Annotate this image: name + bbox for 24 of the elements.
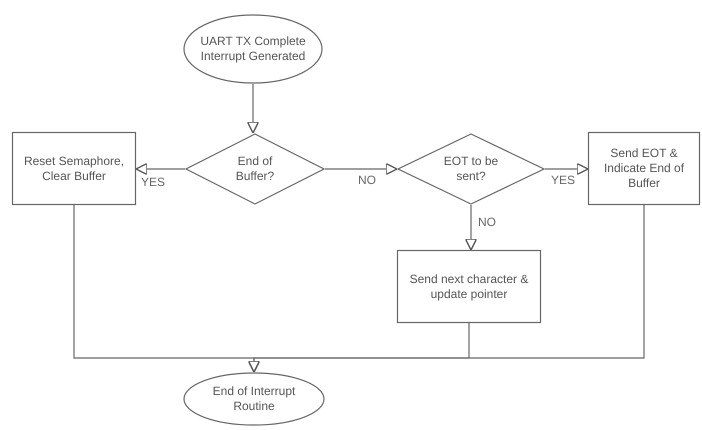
arrow xyxy=(545,162,589,176)
arrow xyxy=(135,162,185,176)
start-ellipse xyxy=(183,14,323,84)
arrow xyxy=(248,205,645,373)
end-ellipse xyxy=(183,372,325,426)
node-text: Reset Semaphore, Clear Buffer xyxy=(22,154,126,184)
edge-label: YES xyxy=(550,173,576,187)
arrow xyxy=(325,162,398,176)
edge-label: NO xyxy=(357,173,377,187)
process-box xyxy=(397,250,541,323)
node-text: EOT to be sent? xyxy=(442,154,500,184)
node-text: Send next character & update pointer xyxy=(408,272,530,302)
node-text: End of Interrupt Routine xyxy=(212,384,296,414)
process-box xyxy=(588,132,700,205)
decision-diamond xyxy=(397,133,545,205)
edge-label: YES xyxy=(140,175,166,189)
node-text: UART TX Complete Interrupt Generated xyxy=(199,34,307,64)
node-text: Send EOT & Indicate End of Buffer xyxy=(602,146,686,191)
arrow xyxy=(464,205,478,251)
decision-diamond xyxy=(185,133,325,205)
process-box xyxy=(12,132,136,205)
edge-label: NO xyxy=(477,215,497,229)
node-text: End of Buffer? xyxy=(234,154,276,184)
arrow xyxy=(246,84,260,134)
